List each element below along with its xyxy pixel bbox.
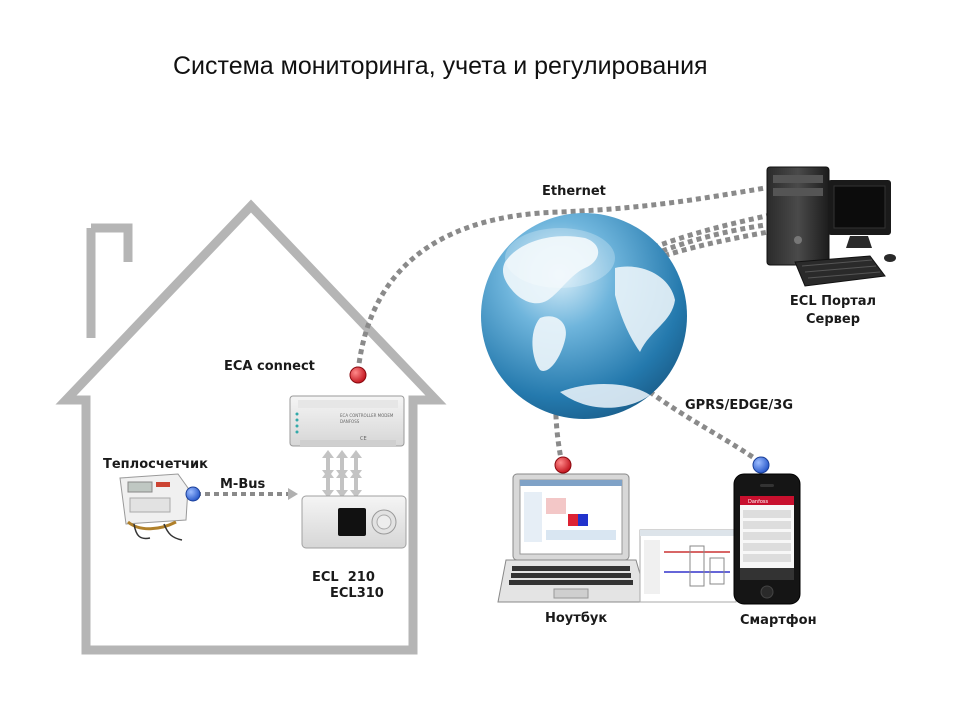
eca-panel-text-1: ECA CONTROLLER MODEM [340, 413, 394, 418]
eca-status-leds [295, 412, 299, 434]
globe-icon [481, 213, 687, 419]
laptop-connection-node [554, 456, 572, 474]
ecl-portal-label-line2: Сервер [805, 312, 860, 327]
line-eca-to-server [355, 183, 779, 373]
laptop-label: Ноутбук [545, 611, 608, 626]
eca-panel-text-2: DANFOSS [340, 419, 360, 424]
phone-brand-text: Danfoss [748, 499, 769, 505]
gprs-label: GPRS/EDGE/3G [685, 398, 794, 413]
page-title: Система мониторинга, учета и регулирован… [173, 52, 708, 80]
eca-connect-device: ECA CONTROLLER MODEM DANFOSS CE [289, 395, 405, 447]
eca-ce-mark: CE [360, 436, 367, 442]
meter-connection-node [185, 486, 201, 502]
server-computer-icon [766, 166, 896, 287]
software-screenshot [639, 529, 737, 603]
mbus-label: M-Bus [220, 477, 266, 492]
smartphone-label: Смартфон [740, 613, 817, 628]
bidirectional-arrows [322, 450, 362, 498]
ethernet-label: Ethernet [542, 184, 606, 199]
mbus-arrowhead [288, 488, 298, 500]
laptop-icon [497, 473, 649, 603]
phone-connection-node [752, 456, 770, 474]
ecl-portal-label-line1: ECL Портал [789, 294, 877, 309]
heat-meter-label: Теплосчетчик [103, 457, 208, 472]
smartphone-icon: Danfoss [733, 473, 801, 605]
ecl-controller-device [301, 495, 407, 549]
eca-connection-node [349, 366, 367, 384]
heat-meter-device [119, 473, 189, 541]
ecl-label-line1: ECL 210 [312, 570, 375, 585]
eca-connect-label: ECA connect [224, 359, 315, 374]
ecl-label-line2: ECL310 [330, 586, 384, 601]
house-outline [55, 199, 447, 655]
